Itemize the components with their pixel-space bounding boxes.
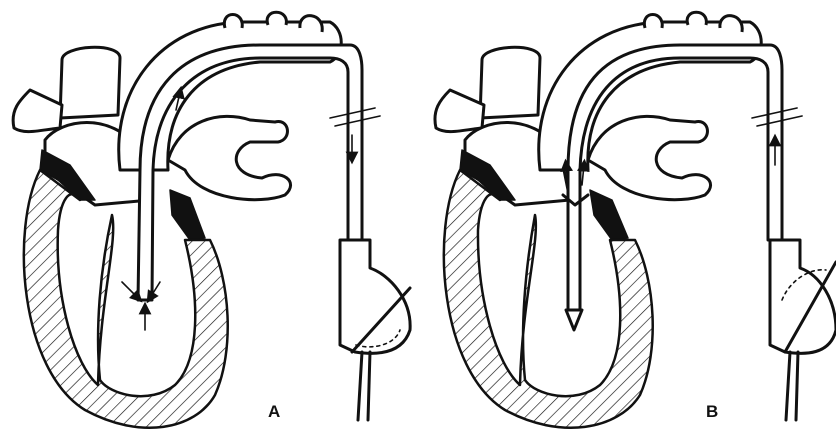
panel-label-a: A [268,402,280,422]
panel-b-diagram [435,12,836,428]
panel-a-diagram [13,12,410,428]
valve-tissue-right-b [590,190,628,240]
superior-vena-cava-b [480,47,540,118]
pump-tube-b [786,352,798,420]
catheter-tip-b [566,310,582,330]
inflow-arrow-a-1 [122,282,138,298]
panel-label-b: B [706,402,718,422]
pulmonary-artery-b [588,116,711,199]
pump-housing-a [340,240,410,353]
ventricle-wall-b [444,170,653,428]
pulmonary-vein-left-b [435,90,484,132]
pulmonary-artery [168,116,291,199]
pump-housing-b [770,240,836,353]
superior-vena-cava [60,47,120,118]
valve-tissue-right [170,190,205,240]
ventricle-wall [24,170,228,428]
pump-tube-a [358,352,370,420]
catheter-a [138,45,362,300]
pulmonary-vein-left [13,90,62,132]
